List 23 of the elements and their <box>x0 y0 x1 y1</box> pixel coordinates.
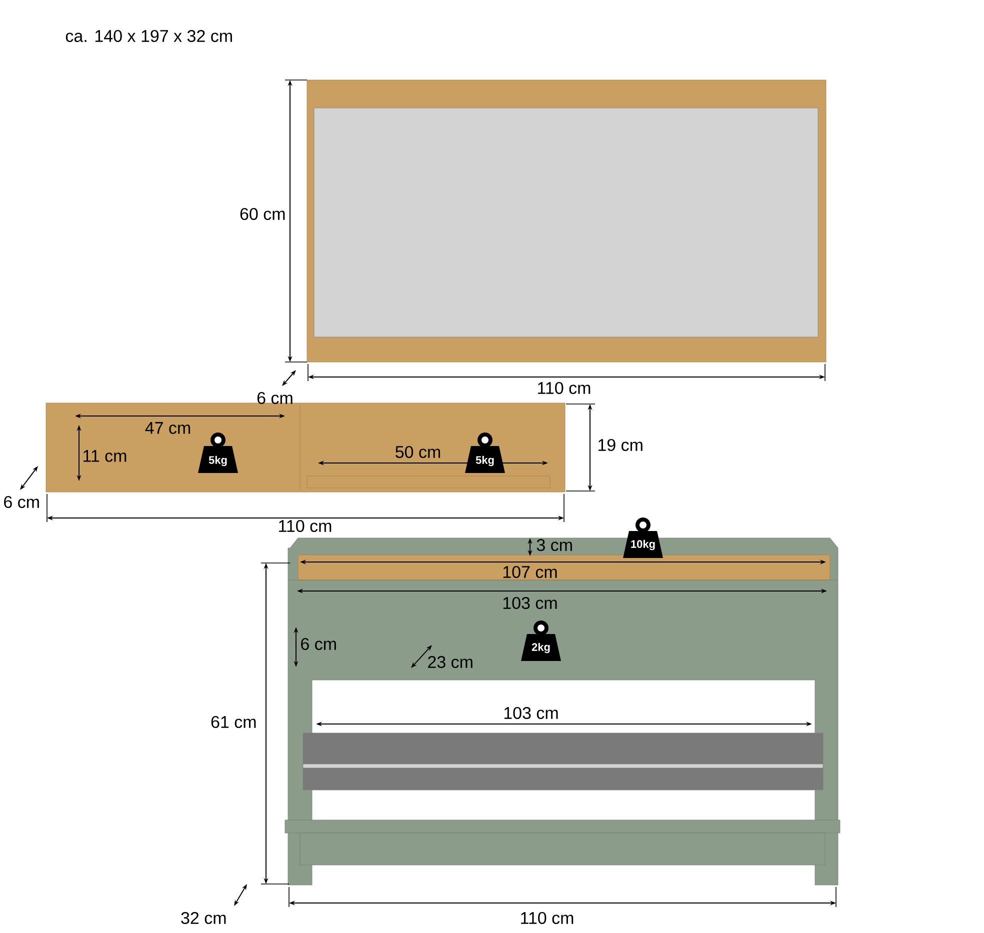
heading: ca. 140 x 197 x 32 cm <box>66 30 232 42</box>
weight-label: 5kg <box>476 456 494 466</box>
dimension-label: 19 cm <box>598 438 642 452</box>
dimension-label: 47 cm <box>145 422 190 434</box>
dimension-label: 3 cm <box>536 538 572 552</box>
dimension-label: 23 cm <box>428 656 472 668</box>
weight-label: 10kg <box>631 540 655 550</box>
dimension-label: 61 cm <box>211 716 256 728</box>
dimension-label: 110 cm <box>521 912 574 924</box>
dimension-label: 11 cm <box>84 450 126 462</box>
dimension-label: 50 cm <box>396 446 440 458</box>
dimension-label: 32 cm <box>181 912 226 924</box>
dimension-label: 110 cm <box>279 520 332 532</box>
dimension-label: 60 cm <box>240 208 285 220</box>
dimension-label: 6 cm <box>257 392 292 404</box>
dimension-label: 103 cm <box>504 706 558 720</box>
dimension-label: 107 cm <box>503 566 557 578</box>
dimension-label: 103 cm <box>503 596 557 610</box>
dimension-label: 6 cm <box>4 496 39 508</box>
dimension-label: 110 cm <box>538 382 590 394</box>
weight-label: 5kg <box>208 456 227 466</box>
weight-label: 2kg <box>532 642 550 654</box>
dimension-label: 6 cm <box>301 638 336 650</box>
